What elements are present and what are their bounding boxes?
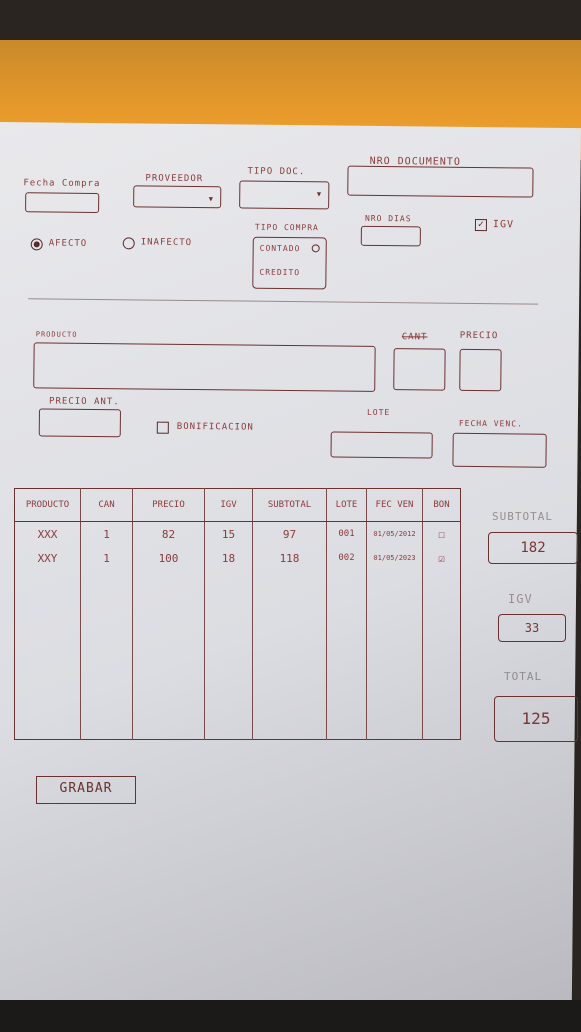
cell-lote: 001 [326,521,367,546]
grabar-button[interactable]: GRABAR [36,776,136,804]
precio-ant-label: PRECIO ANT. [49,396,120,408]
table-empty-area [14,570,461,740]
cell-precio: 82 [132,521,205,546]
col-subtotal: SUBTOTAL [252,488,327,522]
lote-field[interactable] [330,431,433,459]
subtotal-value: 182 [488,532,578,564]
cell-fecven: 01/05/2023 [366,546,423,570]
cell-precio: 100 [132,546,205,570]
col-precio: PRECIO [132,488,205,522]
lote-label: LOTE [366,407,391,418]
col-igv: IGV [204,488,253,522]
cell-producto: XXY [14,546,81,570]
nro-documento-field[interactable] [347,165,534,198]
precio-label: PRECIO [459,330,499,342]
afecto-radio[interactable] [30,238,43,251]
cell-bon-checkbox[interactable]: ☑ [438,551,445,565]
contado-radio[interactable] [311,244,320,253]
fecha-compra-field[interactable] [25,192,100,214]
subtotal-label: SUBTOTAL [492,510,553,523]
detail-table: PRODUCTO CAN PRECIO IGV SUBTOTAL LOTE FE… [14,488,461,740]
precio-ant-field [38,408,121,438]
col-producto: PRODUCTO [14,488,81,522]
cell-subtotal: 118 [252,546,327,570]
total-value: 125 [494,696,578,742]
cell-lote: 002 [326,546,367,570]
cant-label: CANT [401,332,428,343]
nro-dias-label: NRO DIAS [364,213,412,224]
nro-dias-field[interactable] [360,225,421,247]
table-row[interactable]: XXY 1 100 18 118 002 01/05/2023 ☑ [14,546,461,570]
afecto-label: AFECTO [48,238,88,249]
table-row[interactable]: XXX 1 82 15 97 001 01/05/2012 ☐ [14,521,461,546]
cant-field[interactable] [393,348,446,391]
precio-field[interactable] [459,348,502,392]
col-bon: BON [422,488,461,522]
col-can: CAN [80,488,133,522]
contado-option[interactable]: CONTADO [259,243,301,254]
cell-bon-checkbox[interactable]: ☐ [438,527,445,541]
igv-label: IGV [492,219,515,231]
tipo-doc-label: TIPO DOC. [247,166,306,178]
bonificacion-label: BONIFICACION [176,421,254,433]
col-fecven: FEC VEN [366,488,423,522]
cell-igv: 18 [204,546,253,570]
cell-can: 1 [80,521,133,546]
tipo-doc-select[interactable] [239,180,330,210]
table-header-row: PRODUCTO CAN PRECIO IGV SUBTOTAL LOTE FE… [14,488,461,522]
fecha-venc-field[interactable] [452,432,547,468]
total-label: TOTAL [504,670,543,683]
igv-total-value: 33 [498,614,566,642]
igv-total-label: IGV [508,592,533,606]
cell-igv: 15 [204,521,253,546]
bonificacion-checkbox[interactable] [156,421,169,434]
cell-can: 1 [80,546,133,570]
fecha-compra-label: Fecha Compra [23,178,101,190]
proveedor-select[interactable] [133,185,222,209]
proveedor-label: PROVEEDOR [145,173,204,185]
inafecto-radio[interactable] [122,237,135,250]
table-surface [0,1000,581,1032]
producto-field[interactable] [33,342,376,392]
tipo-compra-group: CONTADO CREDITO [252,236,327,290]
section-divider [28,298,539,305]
igv-checkbox[interactable]: ✓ [474,218,488,232]
col-lote: LOTE [326,488,367,522]
fecha-venc-label: FECHA VENC. [458,418,523,429]
cell-producto: XXX [14,521,81,546]
inafecto-label: INAFECTO [140,237,193,249]
cell-subtotal: 97 [252,521,327,546]
cell-fecven: 01/05/2012 [366,521,423,546]
credito-option[interactable]: CREDITO [259,267,301,278]
tipo-compra-label: TIPO COMPRA [254,222,319,233]
producto-label: PRODUCTO [35,330,78,339]
